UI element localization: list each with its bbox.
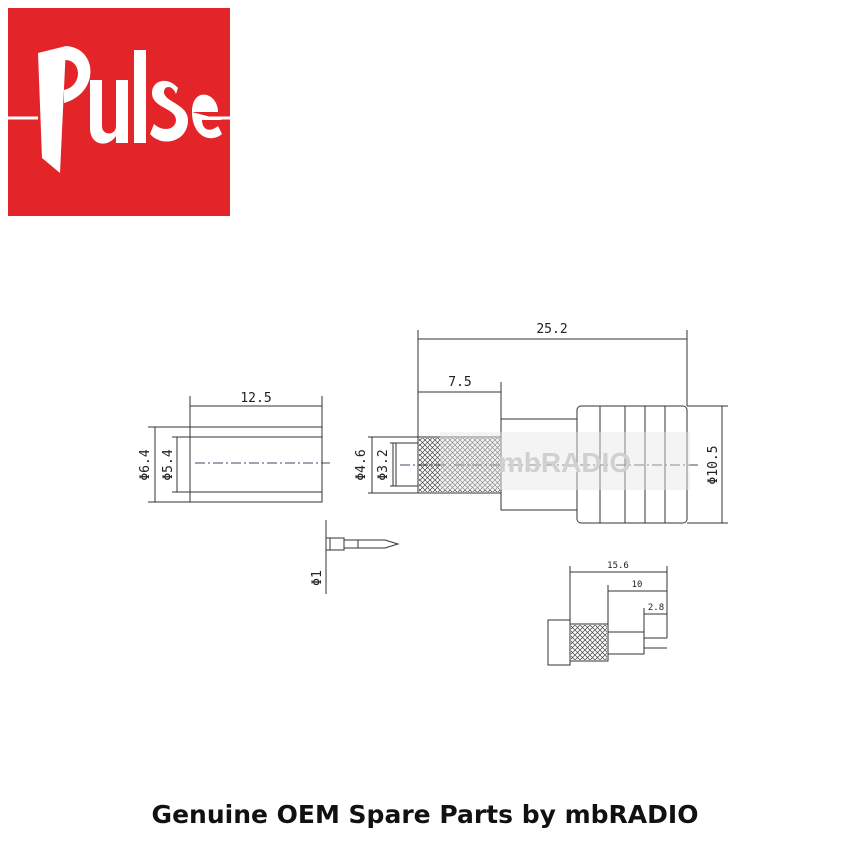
braid-hatch bbox=[571, 625, 607, 660]
dim-crimp-outer: Φ4.6 bbox=[354, 449, 369, 480]
dim-sleeve-outer: Φ6.4 bbox=[138, 449, 153, 480]
dim-sleeve-length: 12.5 bbox=[240, 391, 271, 406]
dim-body: Φ10.5 bbox=[706, 445, 721, 484]
dim-sleeve-inner: Φ5.4 bbox=[161, 449, 176, 480]
pulse-logo bbox=[8, 8, 230, 216]
crimp-sleeve bbox=[148, 396, 323, 503]
dim-crimp-inner: Φ3.2 bbox=[376, 449, 391, 480]
watermark-text: mbRADIO bbox=[499, 447, 631, 478]
dim-total: 25.2 bbox=[536, 322, 567, 337]
dim-pin: Φ1 bbox=[310, 570, 325, 586]
caption: Genuine OEM Spare Parts by mbRADIO bbox=[151, 800, 699, 829]
dim-strip-center: 2.8 bbox=[648, 603, 664, 613]
center-pin bbox=[325, 520, 400, 594]
dim-strip-braid: 10 bbox=[632, 580, 643, 590]
dim-crimp: 7.5 bbox=[448, 375, 471, 390]
connector-body bbox=[368, 330, 728, 524]
stripped-cable bbox=[547, 566, 668, 666]
knurl-hatch bbox=[419, 438, 500, 492]
dim-strip-total: 15.6 bbox=[607, 561, 629, 571]
